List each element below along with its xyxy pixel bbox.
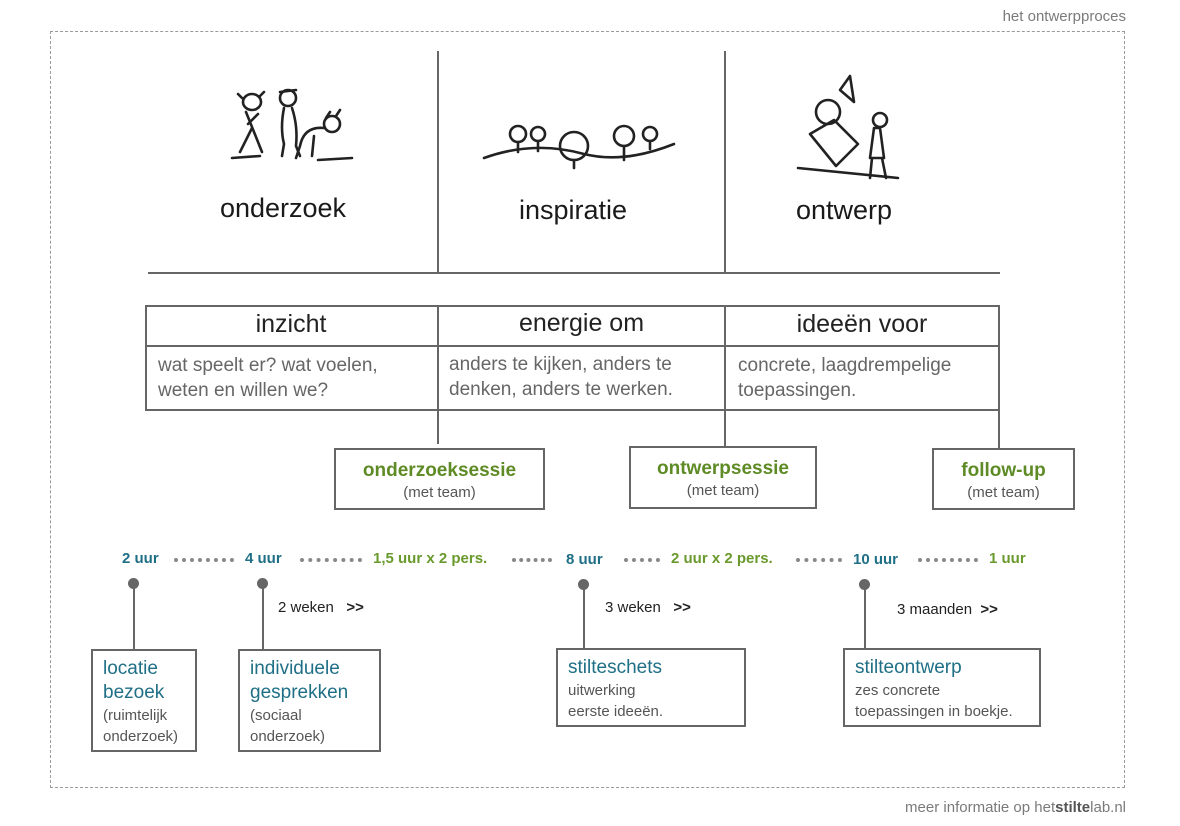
output-stilteschets: stilteschets uitwerking eerste ideeën.: [556, 648, 746, 727]
wait-arrow: >>: [346, 599, 364, 616]
session-sub: (met team): [403, 484, 476, 501]
output-sub-line2: onderzoek): [250, 728, 326, 745]
trees-sketch-icon: [482, 124, 676, 170]
session-follow-up: follow-up (met team): [932, 448, 1075, 510]
table-body-ideeen-line1: concrete, laagdrempelige: [738, 355, 952, 376]
output-sub-line1: (sociaal: [250, 707, 302, 724]
wait-arrow: >>: [673, 599, 691, 616]
output-sub-line1: zes concrete: [855, 682, 941, 699]
output-sub-line2: toepassingen in boekje.: [855, 703, 1013, 720]
table-body-ideeen-line2: toepassingen.: [738, 380, 857, 401]
session-title: follow-up: [961, 460, 1046, 481]
people-sketch-icon: [230, 88, 354, 162]
wait-1: 2 weken >>: [278, 599, 364, 616]
table-header-divider: [145, 345, 1000, 347]
table-body-inzicht-line1: wat speelt er? wat voelen,: [158, 355, 378, 376]
timeline-pin-2: [257, 578, 268, 589]
output-title-line2: bezoek: [103, 682, 165, 703]
table-body-inzicht: wat speelt er? wat voelen, weten en will…: [158, 353, 378, 403]
session-sub: (met team): [967, 484, 1040, 501]
timeline-dots-2: [300, 558, 362, 562]
shapes-sketch-icon: [796, 74, 900, 180]
table-body-ideeen: concrete, laagdrempelige toepassingen.: [738, 353, 951, 403]
session-title: ontwerpsessie: [657, 458, 789, 479]
wait-arrow: >>: [980, 601, 998, 618]
timeline-item-7: 1 uur: [989, 550, 1026, 567]
session-ontwerpsessie: ontwerpsessie (met team): [629, 446, 817, 509]
table-head-ideeen: ideeën voor: [796, 310, 928, 338]
timeline-dots-5: [796, 558, 842, 562]
timeline-stem-2: [262, 584, 264, 650]
phase-title-ontwerp: ontwerp: [795, 195, 893, 225]
table-body-energie: anders te kijken, anders te denken, ande…: [449, 352, 673, 402]
phase-baseline: [148, 272, 1000, 274]
phase-divider-2: [724, 51, 726, 273]
output-individuele-gesprekken: individuele gesprekken (sociaal onderzoe…: [238, 649, 381, 752]
timeline-dots-3: [512, 558, 552, 562]
output-sub-line1: uitwerking: [568, 682, 636, 699]
output-title-line1: stilteschets: [568, 657, 662, 678]
timeline-item-1: 2 uur: [122, 550, 159, 567]
table-body-energie-line2: denken, anders te werken.: [449, 379, 673, 400]
phase-title-onderzoek: onderzoek: [219, 193, 347, 223]
footer-bold: stilte: [1055, 799, 1091, 816]
table-head-energie: energie om: [518, 309, 645, 337]
session-title: onderzoeksessie: [362, 460, 517, 481]
output-title-line1: stilteontwerp: [855, 657, 962, 678]
wait-label: 2 weken: [278, 599, 334, 616]
output-sub-line2: onderzoek): [103, 728, 179, 745]
output-sub-line1: (ruimtelijk: [103, 707, 168, 724]
timeline-stem-4: [864, 585, 866, 649]
timeline-item-3: 1,5 uur x 2 pers.: [373, 550, 488, 567]
wait-label: 3 maanden: [897, 601, 973, 618]
footer-link[interactable]: meer informatie op hetstiltelab.nl: [905, 799, 1126, 816]
timeline-stem-1: [133, 584, 135, 650]
timeline-item-6: 10 uur: [853, 551, 899, 568]
timeline-dots-1: [174, 558, 234, 562]
table-head-inzicht: inzicht: [255, 310, 327, 338]
session-onderzoeksessie: onderzoeksessie (met team): [334, 448, 545, 510]
output-locatie-bezoek: locatie bezoek (ruimtelijk onderzoek): [91, 649, 197, 752]
wait-label: 3 weken: [605, 599, 661, 616]
timeline-stem-3: [583, 585, 585, 649]
timeline-item-4: 8 uur: [566, 551, 603, 568]
header-tag: het ontwerpproces: [1002, 8, 1126, 25]
table-col-divider-2: [724, 305, 726, 447]
timeline-pin-3: [578, 579, 589, 590]
timeline-dots-4: [624, 558, 660, 562]
output-sub-line2: eerste ideeën.: [568, 703, 664, 720]
timeline-item-2: 4 uur: [245, 550, 282, 567]
session-sub: (met team): [686, 482, 760, 499]
output-title-line1: locatie: [103, 658, 158, 679]
dashed-frame: [50, 31, 1125, 788]
timeline-pin-1: [128, 578, 139, 589]
timeline-dots-6: [918, 558, 978, 562]
output-title-line2: gesprekken: [250, 682, 349, 703]
phase-table: [145, 305, 1000, 411]
footer-suffix: lab.nl: [1090, 799, 1126, 816]
timeline-item-5: 2 uur x 2 pers.: [671, 550, 773, 567]
timeline-pin-4: [859, 579, 870, 590]
table-body-energie-line1: anders te kijken, anders te: [449, 354, 672, 375]
wait-3: 3 maanden >>: [897, 601, 998, 618]
table-col-divider-1: [437, 305, 439, 444]
phase-title-inspiratie: inspiratie: [518, 195, 628, 225]
footer-prefix: meer informatie op het: [905, 799, 1056, 816]
phase-divider-1: [437, 51, 439, 273]
table-body-inzicht-line2: weten en willen we?: [158, 380, 329, 401]
wait-2: 3 weken >>: [605, 599, 691, 616]
output-stilteontwerp: stilteontwerp zes concrete toepassingen …: [843, 648, 1041, 727]
followup-connector: [998, 409, 1000, 451]
output-title-line1: individuele: [250, 658, 340, 679]
